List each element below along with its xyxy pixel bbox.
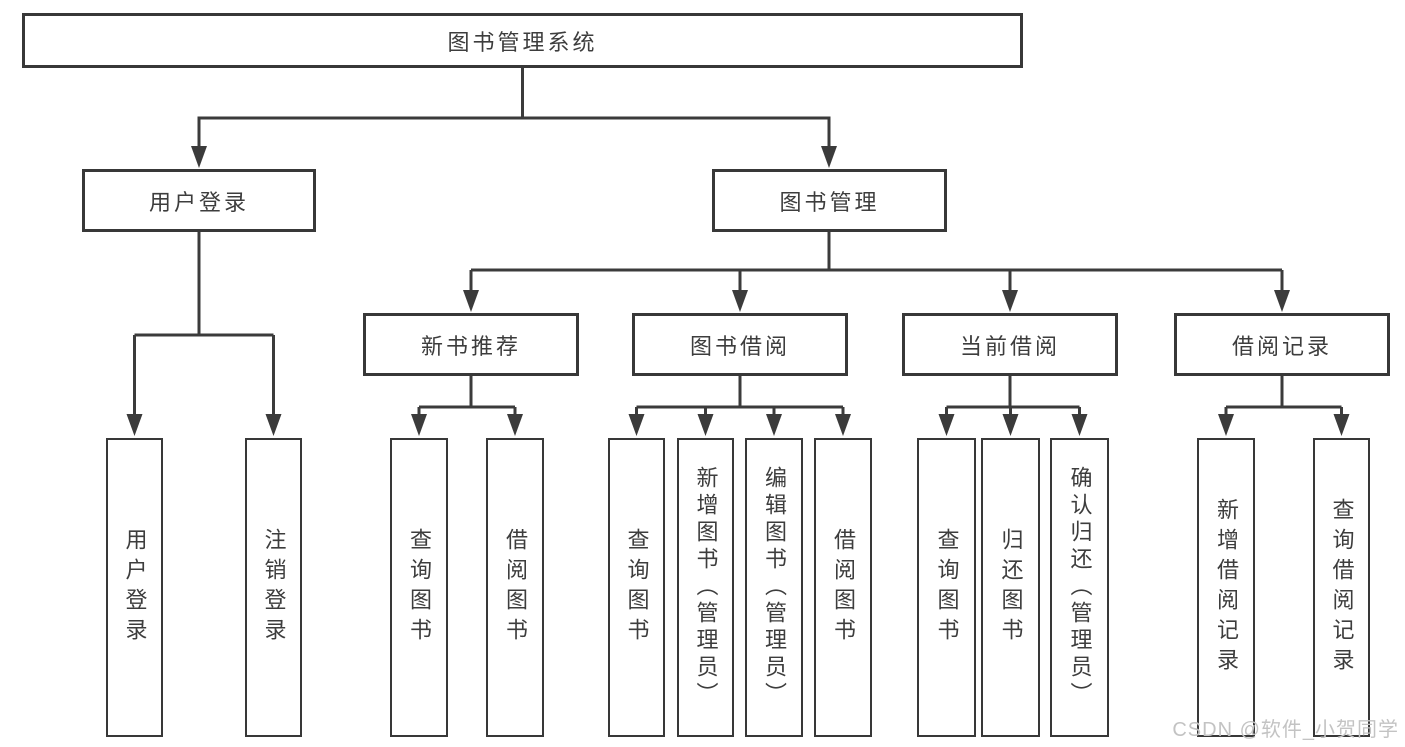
leaf-return-books: 归还图书 bbox=[981, 438, 1040, 737]
leaf-edit-books-admin: 编辑图书（管理员） bbox=[745, 438, 803, 737]
leaf-borrow-books-1-label: 借阅图书 bbox=[503, 527, 528, 648]
node-user-login: 用户登录 bbox=[82, 169, 316, 232]
connector-new-book-recommend-to-children bbox=[411, 376, 523, 436]
leaf-add-borrow-record: 新增借阅记录 bbox=[1197, 438, 1255, 737]
leaf-edit-books-admin-label: 编辑图书（管理员） bbox=[762, 466, 787, 709]
node-borrowing-records: 借阅记录 bbox=[1174, 313, 1390, 376]
node-book-borrowing-label: 图书借阅 bbox=[689, 333, 790, 359]
leaf-query-books-2: 查询图书 bbox=[608, 438, 665, 737]
leaf-query-borrow-record: 查询借阅记录 bbox=[1313, 438, 1370, 737]
leaf-query-books-1-label: 查询图书 bbox=[407, 527, 432, 648]
connector-book-management-to-children bbox=[463, 232, 1290, 312]
leaf-add-borrow-record-label: 新增借阅记录 bbox=[1214, 497, 1239, 678]
leaf-confirm-return-admin-label: 确认归还（管理员） bbox=[1067, 466, 1093, 709]
node-borrowing-records-label: 借阅记录 bbox=[1231, 333, 1332, 359]
leaf-user-login: 用户登录 bbox=[106, 438, 163, 737]
leaf-query-books-3: 查询图书 bbox=[917, 438, 976, 737]
node-current-borrowing: 当前借阅 bbox=[902, 313, 1118, 376]
leaf-confirm-return-admin: 确认归还（管理员） bbox=[1050, 438, 1109, 737]
node-book-management: 图书管理 bbox=[712, 169, 947, 232]
node-book-borrowing: 图书借阅 bbox=[632, 313, 848, 376]
node-current-borrowing-label: 当前借阅 bbox=[959, 333, 1060, 359]
connector-book-borrowing-to-children bbox=[628, 376, 851, 436]
leaf-borrow-books-2-label: 借阅图书 bbox=[831, 527, 856, 648]
leaf-add-books-admin: 新增图书（管理员） bbox=[677, 438, 734, 737]
csdn-watermark: CSDN @软件_小贺同学 bbox=[1172, 719, 1399, 741]
node-root-label: 图书管理系统 bbox=[447, 29, 598, 55]
leaf-query-books-1: 查询图书 bbox=[390, 438, 448, 737]
leaf-borrow-books-1: 借阅图书 bbox=[486, 438, 544, 737]
node-user-login-label: 用户登录 bbox=[148, 189, 249, 215]
connector-root-to-branches bbox=[191, 68, 837, 168]
leaf-user-login-label: 用户登录 bbox=[122, 527, 148, 648]
connector-user-login-to-children bbox=[126, 232, 282, 436]
leaf-add-books-admin-label: 新增图书（管理员） bbox=[693, 466, 719, 709]
node-new-book-recommend-label: 新书推荐 bbox=[420, 333, 521, 359]
leaf-borrow-books-2: 借阅图书 bbox=[814, 438, 872, 737]
node-new-book-recommend: 新书推荐 bbox=[363, 313, 579, 376]
connector-current-borrowing-to-children bbox=[938, 376, 1088, 436]
leaf-logout-label: 注销登录 bbox=[261, 527, 287, 648]
node-book-management-label: 图书管理 bbox=[779, 189, 880, 215]
leaf-query-books-3-label: 查询图书 bbox=[934, 527, 960, 648]
leaf-query-borrow-record-label: 查询借阅记录 bbox=[1329, 497, 1355, 678]
leaf-logout: 注销登录 bbox=[245, 438, 302, 737]
connector-borrowing-records-to-children bbox=[1218, 376, 1350, 436]
leaf-return-books-label: 归还图书 bbox=[998, 527, 1024, 648]
leaf-query-books-2-label: 查询图书 bbox=[624, 527, 650, 648]
node-root: 图书管理系统 bbox=[22, 13, 1023, 68]
